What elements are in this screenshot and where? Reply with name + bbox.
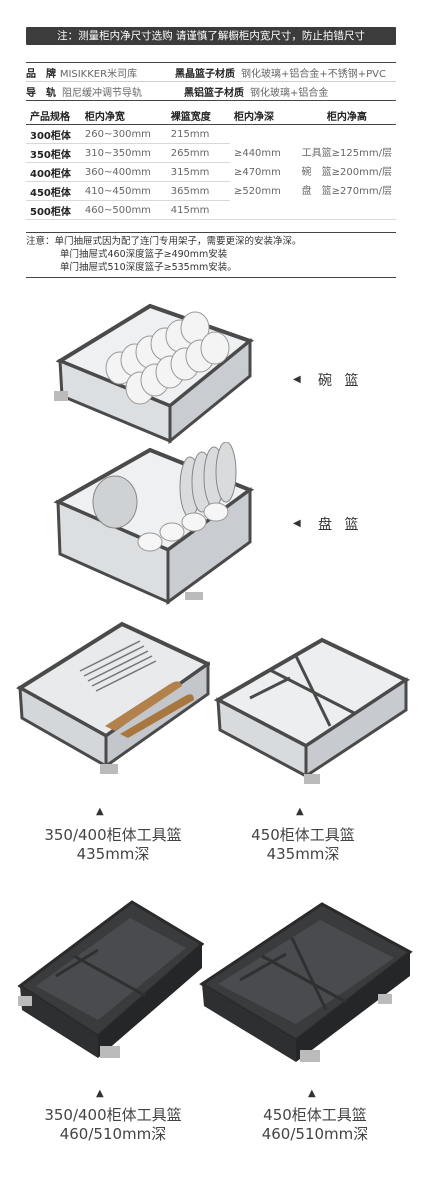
depth-value: ≥520mm: [233, 185, 281, 197]
spec-row-rail: 导 轨 阻尼缓冲调节导轨 黑铝篮子材质 钢化玻璃+铝合金: [26, 82, 396, 100]
row-bare: 315mm: [166, 162, 230, 182]
brand-value: MISIKKER米司库: [59, 68, 138, 80]
header-height: 柜内净高: [297, 106, 396, 125]
notice-banner: 注：测量柜内净尺寸选购 请谨慎了解橱柜内宽尺寸，防止拍错尺寸: [26, 27, 396, 45]
caption-line: 350/400柜体工具篮: [44, 826, 182, 844]
plate-basket-image: [53, 442, 255, 605]
tool-basket-435-small-image: [16, 621, 210, 774]
tool-basket-460-large-image: [199, 902, 413, 1062]
height-value: 碗 篮≥200mm/层: [301, 166, 392, 178]
note-line: 单门抽屉式460深度篮子≥490mm安装: [60, 249, 228, 260]
caption-line: 450柜体工具篮: [251, 826, 355, 844]
spec-block: 品 牌 MISIKKER米司库 黑晶篮子材质 钢化玻璃+铝合金+不锈钢+PVC …: [26, 62, 396, 101]
row-width: 260~300mm: [80, 124, 167, 144]
table-row: 400柜体 360~400mm 315mm: [26, 162, 396, 182]
table-row: 350柜体 310~350mm 265mm: [26, 143, 396, 163]
black-material-label: 黑晶篮子材质: [175, 68, 235, 80]
alu-material-value: 钢化玻璃+铝合金: [250, 87, 329, 99]
black-material-value: 钢化玻璃+铝合金+不锈钢+PVC: [241, 68, 386, 80]
bowl-basket-label: 碗 篮: [318, 373, 363, 389]
bowl-basket-image: [54, 303, 255, 445]
depth-cell: ≥440mm ≥470mm ≥520mm: [229, 124, 298, 220]
rail-value: 阻尼缓冲调节导轨: [62, 87, 142, 99]
up-arrow-icon: ▲: [96, 1088, 104, 1099]
rail-label: 导 轨: [26, 87, 56, 99]
table-row: 500柜体 460~500mm 415mm: [26, 200, 396, 220]
depth-value: ≥440mm: [233, 147, 281, 159]
height-value: 盘 篮≥270mm/层: [301, 185, 392, 197]
row-bare: 265mm: [166, 143, 230, 163]
brand-label: 品 牌: [26, 68, 56, 80]
up-arrow-icon: ▲: [308, 1088, 316, 1099]
row-bare: 365mm: [166, 181, 230, 201]
caption-line: 435mm深: [76, 845, 150, 863]
depth-value: ≥470mm: [233, 166, 281, 178]
header-spec: 产品规格: [26, 106, 81, 125]
caption-tool-350-435: 350/400柜体工具篮 435mm深: [18, 826, 208, 864]
spec-row-brand: 品 牌 MISIKKER米司库 黑晶篮子材质 钢化玻璃+铝合金+不锈钢+PVC: [26, 63, 396, 82]
table-row: 300柜体 260~300mm 215mm ≥440mm ≥470mm ≥520…: [26, 124, 396, 220]
tool-basket-435-large-image: [213, 637, 410, 784]
row-width: 410~450mm: [80, 181, 167, 201]
notes-block: 注意：单门抽屉式因为配了连门专用架子，需要更深的安装净深。 单门抽屉式460深度…: [26, 232, 396, 274]
row-width: 310~350mm: [80, 143, 167, 163]
caption-line: 460/510mm深: [261, 1125, 369, 1143]
caption-tool-450-435: 450柜体工具篮 435mm深: [228, 826, 378, 864]
up-arrow-icon: ▲: [296, 806, 304, 817]
table-row: 450柜体 410~450mm 365mm: [26, 181, 396, 201]
note-line: 注意：单门抽屉式因为配了连门专用架子，需要更深的安装净深。: [26, 236, 302, 247]
note-line: 单门抽屉式510深度篮子≥535mm安装。: [60, 262, 237, 273]
row-spec: 300柜体: [26, 124, 81, 144]
caption-line: 460/510mm深: [59, 1125, 167, 1143]
alu-material-label: 黑铝篮子材质: [184, 87, 244, 99]
pointer-icon: ◀: [293, 374, 301, 385]
header-depth: 柜内净深: [229, 106, 298, 125]
row-width: 460~500mm: [80, 200, 167, 220]
size-table: 产品规格 柜内净宽 裸篮宽度 柜内净深 柜内净高 300柜体 260~300mm…: [26, 106, 396, 220]
height-cell: 工具篮≥125mm/层 碗 篮≥200mm/层 盘 篮≥270mm/层: [297, 124, 396, 220]
up-arrow-icon: ▲: [96, 806, 104, 817]
tool-basket-460-small-image: [17, 900, 204, 1058]
divider: [26, 277, 396, 278]
row-spec: 350柜体: [26, 143, 81, 163]
caption-line: 450柜体工具篮: [263, 1106, 367, 1124]
pointer-icon: ◀: [293, 518, 301, 529]
row-bare: 415mm: [166, 200, 230, 220]
row-spec: 400柜体: [26, 162, 81, 182]
caption-line: 435mm深: [266, 845, 340, 863]
height-value: 工具篮≥125mm/层: [301, 147, 392, 159]
header-width: 柜内净宽: [80, 106, 167, 125]
header-bare-width: 裸篮宽度: [166, 106, 230, 125]
plate-basket-label: 盘 篮: [318, 517, 363, 533]
row-spec: 450柜体: [26, 181, 81, 201]
row-bare: 215mm: [166, 124, 230, 144]
caption-tool-450-460: 450柜体工具篮 460/510mm深: [240, 1106, 390, 1144]
caption-tool-350-460: 350/400柜体工具篮 460/510mm深: [18, 1106, 208, 1144]
row-width: 360~400mm: [80, 162, 167, 182]
table-header-row: 产品规格 柜内净宽 裸篮宽度 柜内净深 柜内净高: [26, 106, 396, 125]
caption-line: 350/400柜体工具篮: [44, 1106, 182, 1124]
row-spec: 500柜体: [26, 200, 81, 220]
